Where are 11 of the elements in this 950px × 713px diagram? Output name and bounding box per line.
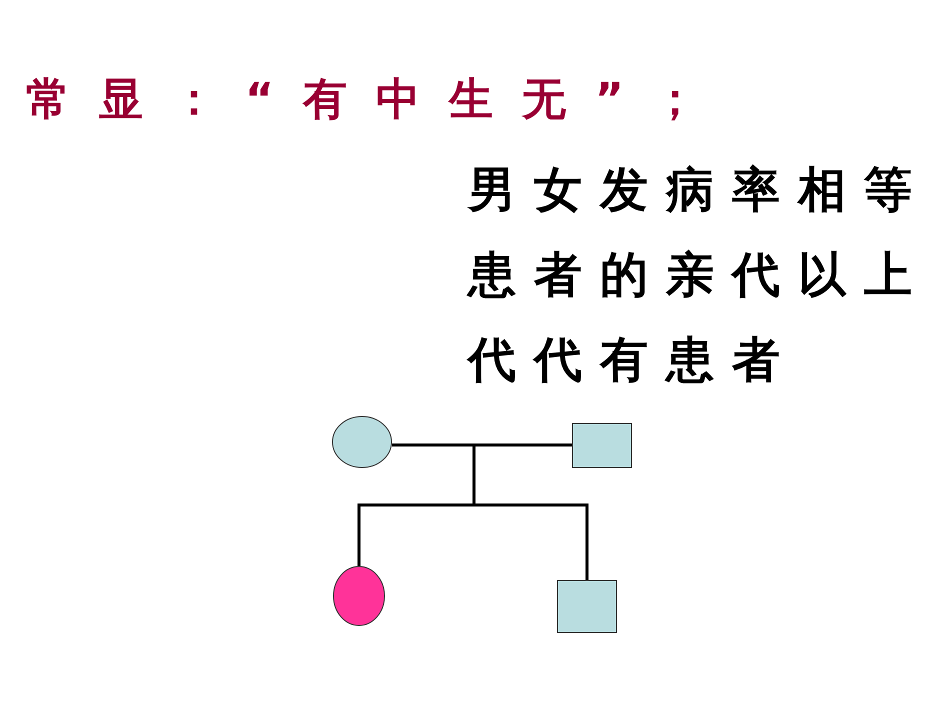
- pedigree-line: [358, 445, 476, 566]
- male-symbol: [557, 580, 617, 633]
- statement-text: 代代有患者: [468, 331, 798, 390]
- female-symbol: [332, 416, 392, 468]
- statement-text: 患者的亲代以上: [468, 246, 930, 305]
- pedigree-line: [392, 444, 572, 446]
- female-symbol: [333, 566, 385, 626]
- statement-text: 男女发病率相等: [468, 161, 930, 220]
- pedigree-line: [474, 504, 588, 580]
- heading: 常显：“有中生无”；: [26, 73, 726, 127]
- male-symbol: [572, 423, 632, 468]
